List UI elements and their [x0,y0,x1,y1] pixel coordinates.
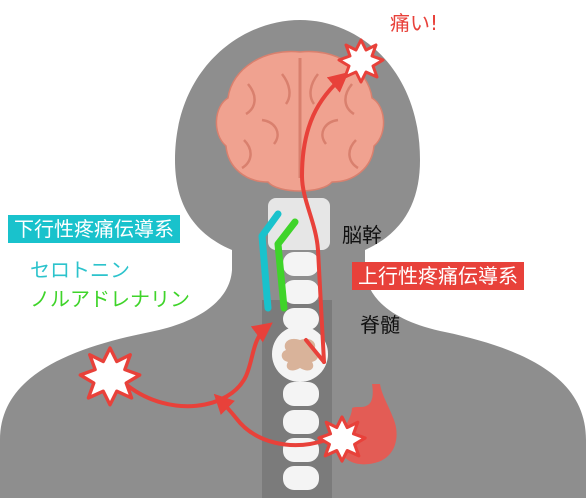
stomach-pain-burst-icon [317,415,367,463]
noradrenaline-label: ノルアドレナリン [30,287,190,311]
serotonin-label: セロトニン [30,258,130,282]
left-pain-burst-icon [78,346,142,407]
serotonin-pathway [258,210,282,312]
left-pain-arrow [126,322,273,409]
stomach-pain-arrow [213,393,328,448]
brainstem-label: 脳幹 [342,223,382,247]
spinal-cord-label: 脊髄 [360,313,400,337]
ascending-pathway-label: 上行性疼痛伝導系 [352,262,524,290]
head-pain-burst-icon [337,38,385,84]
ascending-lower-branch [304,338,326,364]
descending-pathway-label: 下行性疼痛伝導系 [8,215,180,243]
noradrenaline-pathway [274,218,299,312]
vertebrae [283,252,319,490]
pain-label: 痛い! [390,11,439,35]
ascending-pathway [300,72,349,364]
